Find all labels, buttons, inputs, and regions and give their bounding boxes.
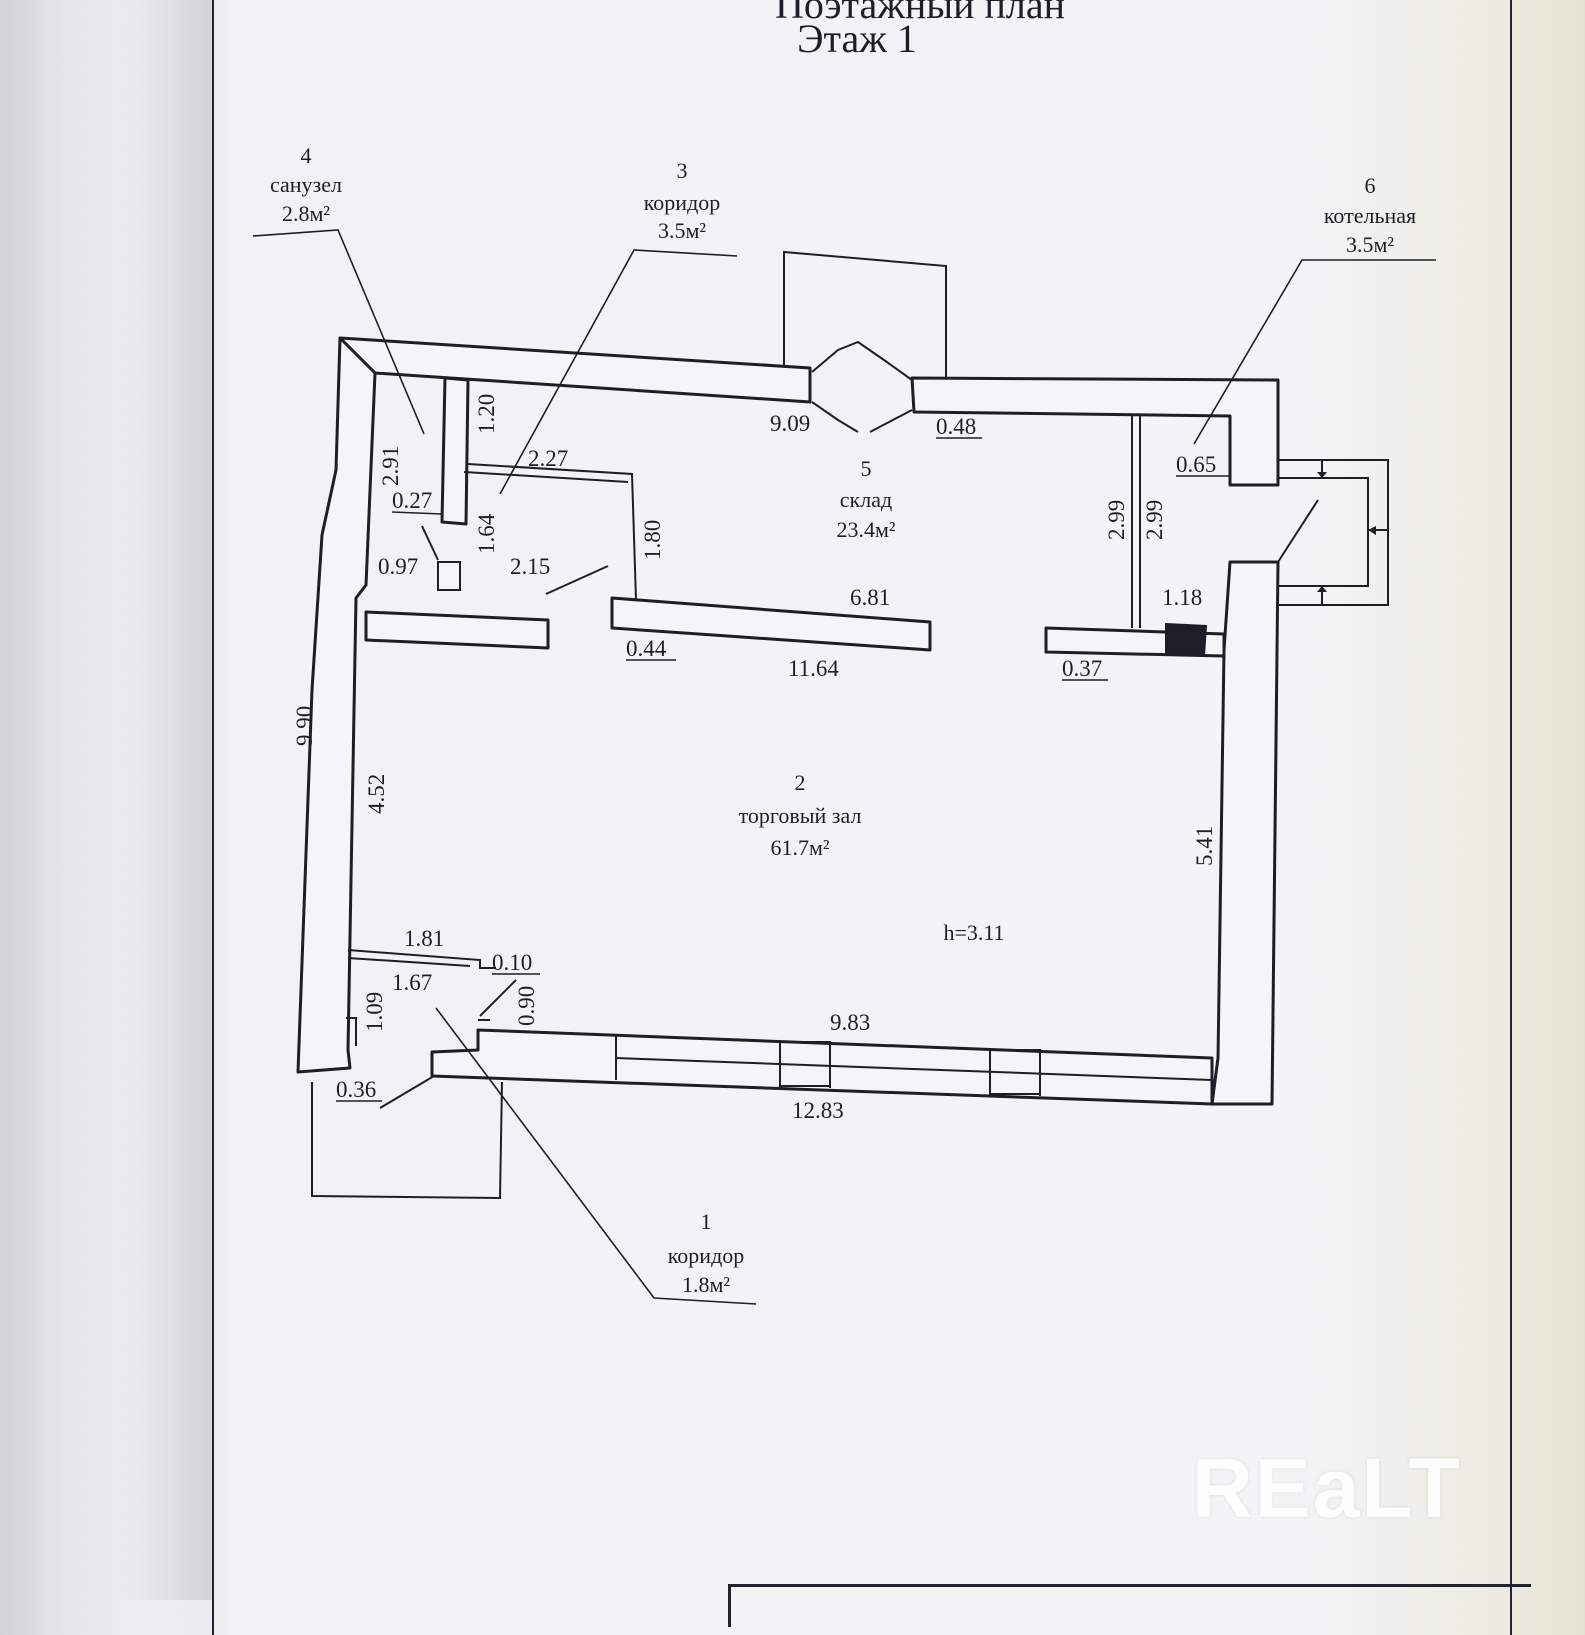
room-1-area: 1.8м² [682,1272,730,1297]
dim-4-52: 4.52 [364,774,389,814]
room-5-name: склад [840,487,892,512]
boiler-partition [1131,416,1141,628]
top-wall-left [338,336,812,404]
door-swing-wc [545,565,609,595]
dim-2-99-b: 2.99 [1142,500,1167,540]
page-border-frame [212,0,1512,1635]
top-door-swing [811,340,913,433]
window-pier [779,1041,831,1087]
dim-1-64: 1.64 [474,513,499,554]
dim-0-44: 0.44 [626,636,667,661]
arrow-head [1368,526,1376,535]
dim-0-37: 0.37 [1062,656,1102,681]
dim-9-09: 9.09 [770,411,810,436]
room-3-name: коридор [644,190,721,215]
left-wall [296,336,377,1074]
door-swing-riser [421,525,439,561]
dim-6-81: 6.81 [850,585,890,610]
dim-11-64: 11.64 [788,656,839,681]
bottom-wall [430,1028,1214,1106]
wc-partition-wall [440,376,470,526]
title-block-corner [728,1584,1531,1627]
dim-0-10: 0.10 [492,950,532,975]
room-1-name: коридор [668,1243,745,1268]
riser-box [437,561,461,591]
room-4-name: санузел [270,172,342,197]
top-wall-right [910,376,1280,487]
dim-1-09: 1.09 [362,992,387,1032]
arrow-head [1317,472,1327,478]
floor-plan-drawing: Поэтажный план Этаж 1 4 санузел 2.8м² 3 … [252,0,1436,1305]
room-6-area: 3.5м² [1346,232,1394,257]
dim-1-20: 1.20 [474,394,499,434]
dim-2-27: 2.27 [528,446,568,471]
floor-title: Этаж 1 [797,16,917,61]
annex-arrows [1321,460,1388,605]
corridor-partition [463,463,637,601]
chimney-block [1165,622,1208,658]
dim-1-67: 1.67 [392,970,432,995]
entry-partition [347,949,496,969]
entry-jambs [346,1017,490,1046]
window-pier [989,1049,1041,1095]
middle-wall-center [610,596,932,652]
dim-5-41: 5.41 [1192,826,1217,866]
room-6-name: котельная [1324,203,1416,228]
arrow-head [1317,586,1327,592]
leader-room-1 [435,1007,757,1305]
dim-1-18: 1.18 [1162,585,1202,610]
dim-12-83: 12.83 [792,1098,844,1123]
dim-1-81: 1.81 [404,926,444,951]
page-fold-shadow [118,0,214,1600]
room-2-number: 2 [795,770,806,795]
room-4-number: 4 [301,143,312,168]
leader-room-6 [1193,259,1436,445]
entrance-porch-outline [311,1081,503,1200]
dim-2-15: 2.15 [510,554,550,579]
wc-bottom-wall [364,610,550,650]
dim-2-91: 2.91 [378,446,403,486]
room-2-area: 61.7м² [770,835,829,860]
ceiling-height: h=3.11 [943,920,1004,945]
room-5-area: 23.4м² [836,517,895,542]
dim-0-27: 0.27 [392,488,432,513]
leader-room-3 [499,249,738,495]
room-5-number: 5 [861,456,872,481]
room-3-area: 3.5м² [658,218,706,243]
dim-0-97: 0.97 [378,554,418,579]
dim-0-36: 0.36 [336,1077,376,1102]
dim-9-90: 9.90 [292,706,317,746]
room-1-number: 1 [701,1209,712,1234]
dimension-underlines [336,437,1230,1102]
room-6-number: 6 [1365,173,1376,198]
room-4-area: 2.8м² [282,201,330,226]
dim-9-83: 9.83 [830,1010,870,1035]
watermark-logo: REaLT [1192,1441,1462,1535]
dim-2-99-a: 2.99 [1104,500,1129,540]
dim-1-80: 1.80 [640,520,665,560]
door-swing-porch [379,1075,435,1109]
door-swing-entry [479,979,517,1017]
plan-title: Поэтажный план [775,0,1065,27]
boiler-annex-outline [1278,459,1389,606]
dim-0-90: 0.90 [514,986,539,1026]
room-2-name: торговый зал [739,803,862,828]
leader-room-4 [252,229,425,435]
dim-0-65: 0.65 [1176,452,1216,477]
dim-0-48: 0.48 [936,414,976,439]
top-annex-outline [783,250,947,378]
door-swing-boiler [1277,499,1319,563]
room-3-number: 3 [677,158,688,183]
